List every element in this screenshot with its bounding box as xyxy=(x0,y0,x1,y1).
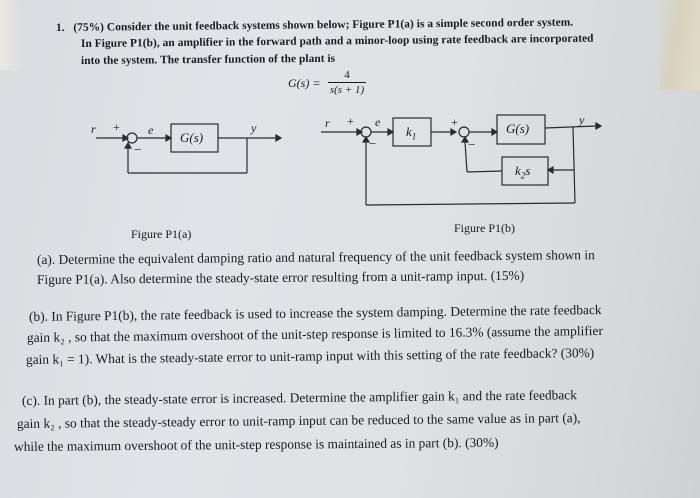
figure-p1b-caption: Figure P1(b) xyxy=(454,221,515,235)
k2-label: k xyxy=(515,163,521,178)
fig-a-plus: + xyxy=(113,120,120,134)
part-a-line-1: (a). Determine the equivalent damping ra… xyxy=(36,247,595,267)
part-c-line-3: while the maximum overshoot of the unit-… xyxy=(13,434,499,454)
fig-b-plus: + xyxy=(347,114,354,128)
plant-fraction: 4 s(s + 1) xyxy=(328,69,366,96)
fig-b-output-label: y xyxy=(579,113,585,127)
part-b-line-3: gain k₁ = 1). What is the steady-state e… xyxy=(25,345,595,367)
k1-label: k xyxy=(406,124,412,139)
part-c-line-2: gain k₂ , so that the steady-steady erro… xyxy=(16,410,581,431)
part-b-line-1: (b). In Figure P1(b), the rate feedback … xyxy=(28,302,602,324)
k1-subscript: 1 xyxy=(411,131,417,142)
fig-b-inner-plus: + xyxy=(451,115,458,129)
figure-p1b-diagram xyxy=(321,114,603,206)
paper-edge-right xyxy=(660,0,700,90)
part-c-line-1: (c). In part (b), the steady-state error… xyxy=(21,387,577,408)
paper-edge-left xyxy=(0,0,22,70)
fig-a-input-label: r xyxy=(91,122,96,136)
s-label: s xyxy=(525,163,531,178)
plant-denominator: s(s + 1) xyxy=(329,84,365,96)
part-b-line-2: gain k₂ , so that the maximum overshoot … xyxy=(26,322,603,345)
plant-lhs: G(s) = xyxy=(288,76,321,90)
fig-b-amplifier-k1: k1 xyxy=(406,124,416,142)
fig-b-minus: − xyxy=(369,136,377,151)
fraction-bar xyxy=(328,82,366,83)
figure-p1a-diagram xyxy=(96,123,283,174)
fig-a-error-label: e xyxy=(148,123,154,137)
fig-b-block-gs: G(s) xyxy=(506,121,530,136)
plant-numerator: 4 xyxy=(344,69,350,81)
k2-subscript: 2 xyxy=(520,170,526,181)
plant-equation: G(s) = 4 s(s + 1) xyxy=(288,69,378,101)
part-a-line-2: Figure P1(a). Also determine the steady-… xyxy=(36,267,525,287)
fig-b-error-label: e xyxy=(375,115,381,129)
fig-b-rate-feedback-k2s: k2s xyxy=(515,163,530,181)
fig-a-block-gs: G(s) xyxy=(180,130,204,145)
fig-a-output-label: y xyxy=(251,121,257,135)
fig-b-inner-minus: − xyxy=(468,137,476,152)
fig-b-input-label: r xyxy=(325,116,330,130)
figure-p1a-caption: Figure P1(a) xyxy=(131,227,192,241)
fig-a-minus: − xyxy=(134,142,142,157)
